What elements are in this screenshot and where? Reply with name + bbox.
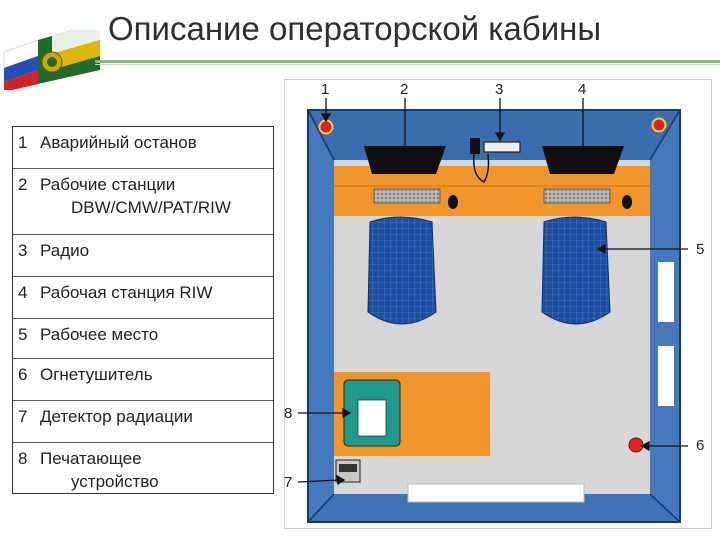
legend-item-label: Радио bbox=[40, 241, 90, 260]
legend-item-workplace: 5 Рабочее место bbox=[13, 319, 273, 359]
emergency-stop-left bbox=[318, 119, 334, 135]
legend-item-label: Огнетушитель bbox=[40, 365, 153, 384]
callout-label-4: 4 bbox=[578, 81, 587, 98]
legend-item-emergency-stop: 1 Аварийный останов bbox=[13, 127, 273, 169]
legend-item-radio: 3 Радио bbox=[13, 235, 273, 277]
callout-arrows bbox=[297, 98, 688, 486]
legend-item-label: Рабочее место bbox=[40, 325, 159, 344]
title-underline-thin bbox=[95, 64, 720, 65]
callout-label-2: 2 bbox=[400, 81, 409, 98]
slide-title: Описание операторской кабины bbox=[108, 10, 602, 47]
bench bbox=[407, 483, 585, 503]
legend-item-riw-workstation: 4 Рабочая станция RIW bbox=[13, 277, 273, 319]
radio-handset bbox=[470, 138, 480, 154]
mouse-right bbox=[622, 195, 632, 209]
callout-label-5: 5 bbox=[696, 241, 705, 258]
keyboard-left bbox=[373, 188, 441, 204]
callout-label-3: 3 bbox=[495, 81, 504, 98]
legend-item-number: 5 bbox=[18, 325, 28, 344]
legend-item-label: Рабочая станция RIW bbox=[40, 283, 213, 302]
monitor-workstation-left bbox=[364, 146, 446, 174]
chair-left bbox=[367, 216, 437, 325]
monitor-workstation-right bbox=[542, 146, 624, 174]
legend-item-number: 7 bbox=[18, 407, 28, 426]
legend-item-sublabel: устройство bbox=[71, 472, 159, 491]
legend-item-label: Рабочие станции bbox=[40, 175, 176, 194]
legend-item-number: 2 bbox=[18, 175, 28, 194]
legend-item-number: 3 bbox=[18, 241, 28, 260]
callout-label-1: 1 bbox=[321, 81, 330, 98]
legend-item-sublabel: DBW/CMW/PAT/RIW bbox=[71, 198, 231, 217]
legend-item-number: 6 bbox=[18, 365, 28, 384]
legend-item-workstations: 2 Рабочие станции DBW/CMW/PAT/RIW bbox=[13, 169, 273, 235]
chair-right bbox=[541, 216, 611, 325]
window bbox=[658, 346, 674, 406]
legend-item-label: Аварийный останов bbox=[40, 133, 197, 152]
legend-item-number: 1 bbox=[18, 133, 28, 152]
legend-item-printer: 8 Печатающее устройство bbox=[13, 443, 273, 493]
legend-item-label: Печатающее bbox=[40, 449, 142, 468]
legend-table: 1 Аварийный останов 2 Рабочие станции DBW/… bbox=[12, 126, 274, 494]
customs-logo bbox=[3, 30, 100, 90]
emergency-stop-right bbox=[651, 117, 667, 133]
callout-label-6: 6 bbox=[696, 437, 705, 454]
window bbox=[658, 262, 674, 322]
legend-item-number: 4 bbox=[18, 283, 28, 302]
legend-item-number: 8 bbox=[18, 449, 28, 468]
mouse-left bbox=[448, 195, 458, 209]
legend-item-label: Детектор радиации bbox=[40, 407, 193, 426]
fire-extinguisher bbox=[628, 437, 644, 453]
legend-item-radiation-detector: 7 Детектор радиации bbox=[13, 401, 273, 443]
callout-label-7: 7 bbox=[284, 474, 293, 491]
title-underline bbox=[95, 60, 720, 63]
callout-label-8: 8 bbox=[284, 405, 293, 422]
keyboard-right bbox=[543, 188, 611, 204]
radio-unit bbox=[483, 141, 521, 153]
legend-item-extinguisher: 6 Огнетушитель bbox=[13, 359, 273, 401]
